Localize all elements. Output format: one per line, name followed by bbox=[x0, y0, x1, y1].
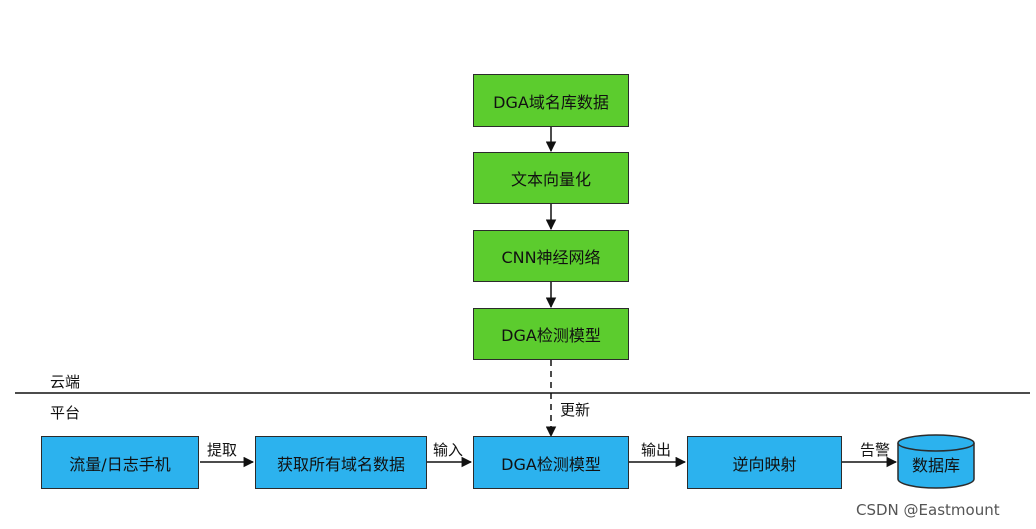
cloud-box-text-vectorize: 文本向量化 bbox=[473, 152, 629, 204]
arrow-label-alert: 告警 bbox=[860, 441, 891, 459]
database-label: 数据库 bbox=[911, 456, 960, 475]
cloud-box-dga-data: DGA域名库数据 bbox=[473, 74, 629, 127]
database-icon bbox=[897, 434, 975, 489]
watermark: CSDN @Eastmount bbox=[856, 501, 1000, 519]
platform-label: 平台 bbox=[50, 404, 81, 422]
cloud-box-dga-model: DGA检测模型 bbox=[473, 308, 629, 360]
arrow-label-output: 输出 bbox=[641, 441, 672, 459]
platform-box-reverse-mapping: 逆向映射 bbox=[687, 436, 842, 489]
cloud-label: 云端 bbox=[50, 373, 81, 391]
platform-box-traffic-log: 流量/日志手机 bbox=[41, 436, 199, 489]
update-label: 更新 bbox=[560, 401, 591, 419]
arrow-label-input: 输入 bbox=[433, 441, 464, 459]
platform-box-get-domains: 获取所有域名数据 bbox=[255, 436, 427, 489]
cloud-box-cnn: CNN神经网络 bbox=[473, 230, 629, 282]
platform-box-dga-model: DGA检测模型 bbox=[473, 436, 629, 489]
arrow-label-extract: 提取 bbox=[207, 441, 238, 459]
